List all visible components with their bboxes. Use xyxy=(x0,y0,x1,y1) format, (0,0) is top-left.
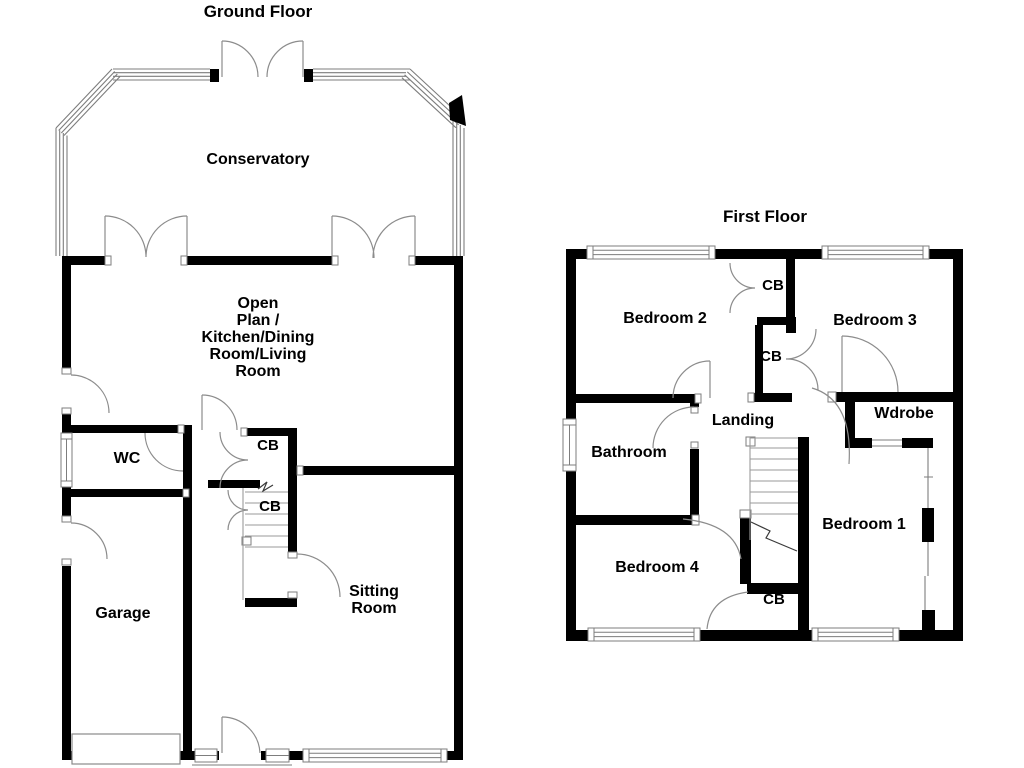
window-cap xyxy=(60,480,73,488)
window xyxy=(587,627,701,642)
stairs-ground xyxy=(242,481,288,600)
stairs-first xyxy=(749,437,798,552)
window-cap xyxy=(708,245,716,260)
hall-window-left xyxy=(194,748,218,763)
cb-middle-label: CB xyxy=(760,348,782,365)
bedroom1-window xyxy=(811,627,900,642)
cb-upper-label: CB xyxy=(257,437,279,454)
window xyxy=(302,748,448,763)
bathroom-label: Bathroom xyxy=(591,444,667,461)
sitting-room-window xyxy=(302,748,448,763)
bedroom1-recess-lines xyxy=(924,448,933,610)
bedroom2-window xyxy=(586,245,716,260)
cb-top-label: CB xyxy=(762,277,784,294)
wardrobe-label: Wdrobe xyxy=(874,405,934,422)
bedroom3-label: Bedroom 3 xyxy=(833,312,917,329)
garage-label: Garage xyxy=(95,605,150,622)
window-line xyxy=(588,631,700,638)
bedroom1-label: Bedroom 1 xyxy=(822,516,906,533)
wc-label: WC xyxy=(114,450,141,467)
window-cap xyxy=(302,748,310,763)
wc-window xyxy=(60,432,73,488)
bathroom-window xyxy=(562,418,577,472)
first-floor-door-arcs xyxy=(652,262,899,630)
sitting-room-label-line1: Sitting xyxy=(349,583,399,600)
window xyxy=(586,245,716,260)
window-line xyxy=(587,249,715,256)
window-cap xyxy=(562,464,577,472)
conservatory-glazing xyxy=(55,68,466,256)
window xyxy=(811,627,900,642)
sitting-room-label-line2: Room xyxy=(351,600,396,617)
conservatory-window-wall xyxy=(55,68,465,256)
ground-floor-door-frames xyxy=(61,255,416,599)
first-floor-door-frames xyxy=(690,391,837,526)
open-plan-label-line4: Room/Living xyxy=(210,346,307,363)
window-line xyxy=(822,249,929,256)
stair-treads xyxy=(242,488,288,600)
stair-break-line xyxy=(750,521,798,552)
ground-floor-title: Ground Floor xyxy=(204,2,313,21)
first-floor-title: First Floor xyxy=(723,207,807,226)
cb-lower-label: CB xyxy=(259,498,281,515)
window-cap xyxy=(922,245,930,260)
bedroom3-window xyxy=(821,245,930,260)
conservatory-label: Conservatory xyxy=(206,151,309,168)
bedroom4-label: Bedroom 4 xyxy=(615,559,699,576)
open-plan-label-line2: Plan / xyxy=(237,312,280,329)
garage-door xyxy=(71,733,181,765)
window-cap xyxy=(693,627,701,642)
window-cap xyxy=(562,418,577,426)
window-cap xyxy=(892,627,900,642)
window xyxy=(821,245,930,260)
stair-treads xyxy=(749,437,798,540)
window-line xyxy=(812,631,899,638)
stair-break-line xyxy=(257,481,274,493)
hall-window-right xyxy=(265,748,290,763)
cb-bottom-label: CB xyxy=(763,591,785,608)
window-line xyxy=(303,752,447,759)
open-plan-label-line3: Kitchen/Dining xyxy=(202,329,315,346)
bedroom2-label: Bedroom 2 xyxy=(623,310,707,327)
conservatory-mullion-block xyxy=(210,69,313,82)
conservatory-corner-wedge xyxy=(449,95,466,126)
window-cap xyxy=(60,432,73,440)
ground-floor-plan: Ground Floor Conservatory Open Plan / Ki… xyxy=(55,2,466,766)
open-plan-label-line1: Open xyxy=(238,295,279,312)
window-cap xyxy=(811,627,819,642)
first-floor-door-leaves xyxy=(709,336,843,398)
wardrobe-opening-lines xyxy=(872,439,902,447)
first-floor-plan: First Floor Bedroom 2 CB Bedroom 3 CB La… xyxy=(562,207,963,642)
ground-floor-door-leaves xyxy=(104,41,416,753)
window-cap xyxy=(586,245,594,260)
window-cap xyxy=(587,627,595,642)
open-plan-label-line5: Room xyxy=(235,363,280,380)
window-cap xyxy=(440,748,448,763)
ground-floor-door-arcs xyxy=(70,40,416,754)
bedroom4-window xyxy=(587,627,701,642)
window-cap xyxy=(821,245,829,260)
landing-label: Landing xyxy=(712,412,774,429)
